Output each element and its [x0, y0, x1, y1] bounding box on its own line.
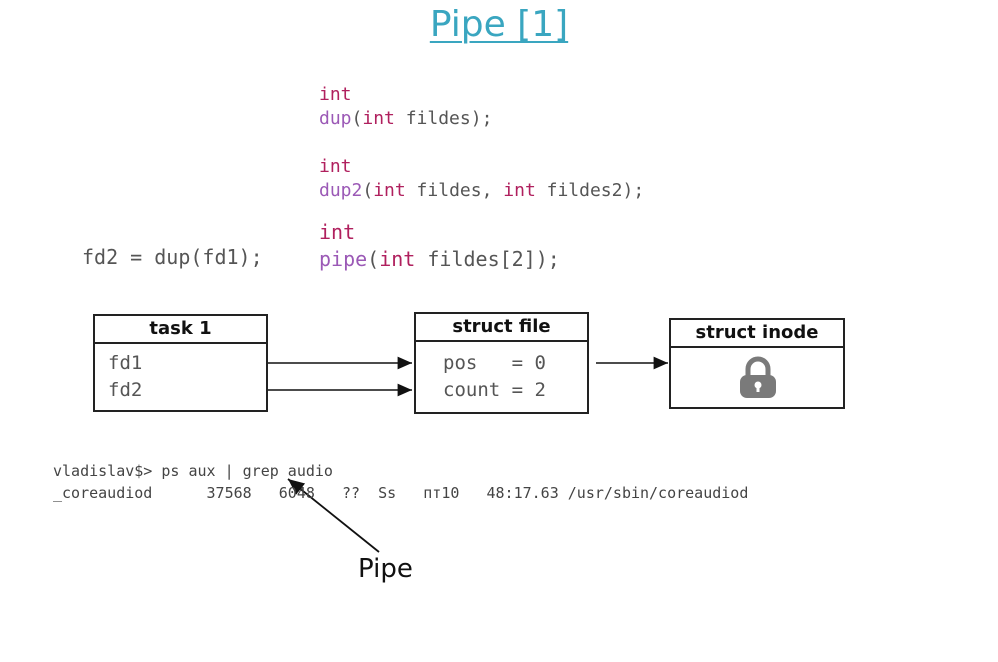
- pipe-pointer-arrow: [287, 478, 380, 553]
- dup-return-type: int: [319, 84, 352, 105]
- file-field-pos: pos = 0: [443, 352, 546, 374]
- dup2-return-type: int: [319, 156, 352, 177]
- file-box: struct file pos = 0 count = 2: [414, 312, 589, 414]
- lock-icon: [740, 356, 776, 398]
- pipe-return-type: int: [319, 220, 356, 244]
- pipe-signature: pipe(int fildes[2]);: [319, 247, 560, 271]
- page-title: Pipe [1]: [429, 4, 569, 45]
- shell-command-line: vladislav$> ps aux | grep audio: [53, 462, 333, 480]
- shell-output-line: _coreaudiod 37568 6048 ?? Ss пт10 48:17.…: [53, 484, 749, 502]
- dup-example: fd2 = dup(fd1);: [82, 245, 263, 269]
- task-field-fd1: fd1: [108, 352, 143, 374]
- file-box-title: struct file: [416, 314, 587, 342]
- dup-signature: dup(int fildes);: [319, 108, 493, 129]
- inode-box: struct inode: [669, 318, 845, 409]
- task-box-title: task 1: [95, 316, 266, 344]
- file-field-count: count = 2: [443, 379, 546, 401]
- pipe-annotation-label: Pipe: [358, 554, 413, 584]
- dup2-signature: dup2(int fildes, int fildes2);: [319, 180, 645, 201]
- task-box: task 1 fd1 fd2: [93, 314, 268, 412]
- inode-box-title: struct inode: [671, 320, 843, 348]
- task-field-fd2: fd2: [108, 379, 143, 401]
